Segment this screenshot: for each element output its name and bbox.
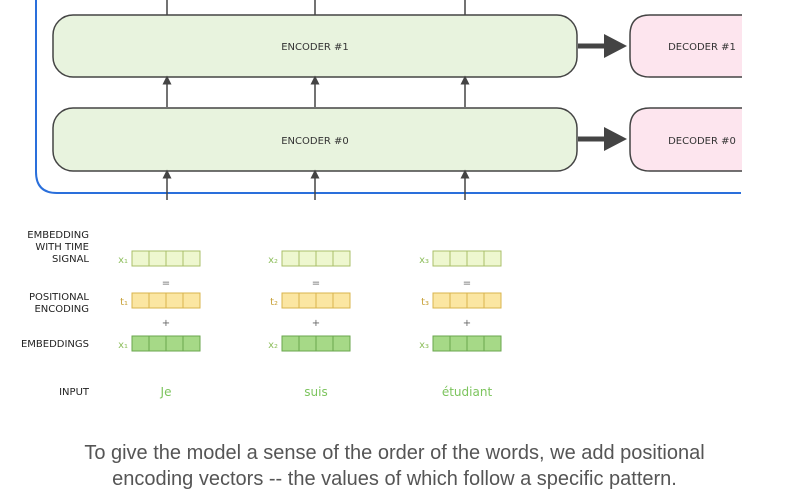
label-embedding-with-time-signal-line2: WITH TIME [35,242,89,253]
caption-line-1: To give the model a sense of the order o… [84,442,705,464]
decoder-1-label: DECODER #1 [668,42,736,53]
encoder-stack-frame [35,0,741,194]
label-positional-encoding-line1: POSITIONAL [29,292,89,303]
equals-sign-2: = [312,278,320,289]
time-signal-vector-3-cell-4 [483,250,502,267]
label-embeddings: EMBEDDINGS [21,339,89,350]
label-positional-encoding-line2: ENCODING [34,304,89,315]
embedding-label-2: x₂ [268,340,278,351]
positional-vector-1-cell-2 [148,292,167,309]
positional-vector-3-cell-3 [466,292,485,309]
token-columns: x₁ = t₁ + x₁ Je x₂ = t₂ + x₂ suis x₃ = t₃ + x₃ étudiant [118,250,502,399]
label-embedding-with-time-signal-line3: SIGNAL [52,254,89,265]
positional-label-2: t₂ [270,297,278,308]
embedding-vector-2-cell-1 [281,335,300,352]
caption-line-2: encoding vectors -- the values of which … [112,468,677,490]
encoder-0-label: ENCODER #0 [281,136,349,147]
embedding-vector-3-cell-2 [449,335,468,352]
embedding-vector-1-cell-3 [165,335,184,352]
equals-sign-1: = [162,278,170,289]
time-signal-label-3: x₃ [419,255,429,266]
encoder-1-to-decoder-1-arrow-head [604,34,627,58]
time-signal-vector-2-cell-3 [315,250,334,267]
caption: To give the model a sense of the order o… [0,440,789,492]
time-signal-vector-3-cell-3 [466,250,485,267]
embedding-vector-2-cell-4 [332,335,351,352]
encoder-1-label: ENCODER #1 [281,42,349,53]
embedding-label-1: x₁ [118,340,128,351]
positional-vector-2-cell-1 [281,292,300,309]
plus-sign-1: + [162,318,170,329]
decoder-0-label: DECODER #0 [668,136,736,147]
decoder-0-box [629,107,742,172]
positional-vector-1-cell-3 [165,292,184,309]
embedding-vector-3-cell-1 [432,335,451,352]
positional-vector-3-cell-2 [449,292,468,309]
label-embedding-with-time-signal-line1: EMBEDDING [27,230,89,241]
time-signal-vector-2-cell-2 [298,250,317,267]
input-word-2: suis [304,385,327,399]
decoder-1-box [629,14,742,78]
positional-vector-1-cell-1 [131,292,150,309]
embedding-vector-1-cell-4 [182,335,201,352]
time-signal-vector-1-cell-1 [131,250,150,267]
positional-label-3: t₃ [421,297,429,308]
time-signal-vector-3-cell-1 [432,250,451,267]
time-signal-label-1: x₁ [118,255,128,266]
positional-label-1: t₁ [120,297,128,308]
embedding-vector-2-cell-2 [298,335,317,352]
input-word-3: étudiant [442,385,493,399]
embedding-label-3: x₃ [419,340,429,351]
time-signal-vector-1-cell-2 [148,250,167,267]
time-signal-vector-2-cell-4 [332,250,351,267]
positional-vector-3-cell-1 [432,292,451,309]
positional-vector-3-cell-4 [483,292,502,309]
label-input: INPUT [59,387,90,398]
time-signal-vector-1-cell-3 [165,250,184,267]
time-signal-label-2: x₂ [268,255,278,266]
time-signal-vector-1-cell-4 [182,250,201,267]
embedding-vector-2-cell-3 [315,335,334,352]
positional-vector-2-cell-2 [298,292,317,309]
plus-sign-3: + [463,318,471,329]
input-word-1: Je [160,385,172,399]
embedding-vector-1-cell-2 [148,335,167,352]
time-signal-vector-3-cell-2 [449,250,468,267]
positional-vector-2-cell-3 [315,292,334,309]
encoder-0-to-decoder-0-arrow-head [604,127,627,151]
embedding-vector-3-cell-4 [483,335,502,352]
time-signal-vector-2-cell-1 [281,250,300,267]
positional-vector-2-cell-4 [332,292,351,309]
plus-sign-2: + [312,318,320,329]
embedding-vector-3-cell-3 [466,335,485,352]
embedding-vector-1-cell-1 [131,335,150,352]
positional-vector-1-cell-4 [182,292,201,309]
equals-sign-3: = [463,278,471,289]
